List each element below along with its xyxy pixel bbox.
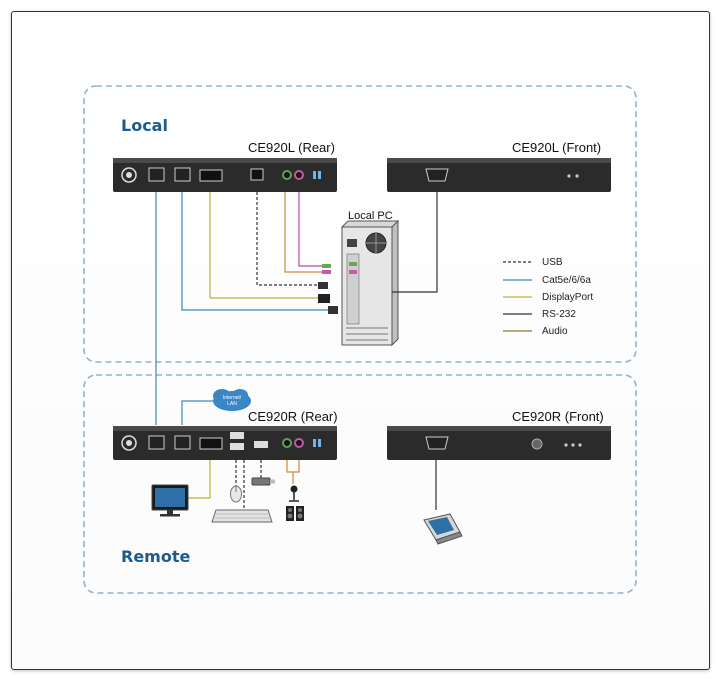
local-rear-title: CE920L (Rear) (248, 140, 335, 155)
usb-a-port-icon (254, 441, 268, 448)
displayport-cable (209, 192, 318, 299)
displayport-cable (188, 460, 211, 499)
keyboard-icon (211, 509, 273, 523)
remote-rear-title: CE920R (Rear) (248, 409, 338, 424)
ground-icon (121, 435, 137, 451)
displayport-icon (199, 169, 223, 182)
usb-b-port-icon (250, 168, 264, 181)
svg-text:Internet/: Internet/ (223, 395, 242, 401)
serial-terminal-icon (423, 513, 463, 545)
legend-label-displayport: DisplayPort (542, 292, 593, 303)
usb-drive-icon (251, 477, 275, 486)
cat5-cable-pc (181, 192, 336, 311)
usb-a-port-icon (230, 432, 244, 439)
usb-a-port-icon (230, 443, 244, 450)
legend-label-rs232: RS-232 (542, 309, 576, 320)
ce920l-front-unit (387, 158, 611, 192)
dip-switch-icon (318, 439, 321, 447)
mic-jack-icon (294, 170, 304, 180)
mic-jack-icon (294, 438, 304, 448)
svg-text:LAN: LAN (227, 401, 237, 407)
led-indicators-icon (575, 174, 579, 178)
usb-cable (256, 192, 322, 286)
local-front-title: CE920L (Front) (512, 140, 601, 155)
remote-front-title: CE920R (Front) (512, 409, 604, 424)
speakers-icon (286, 506, 304, 521)
local-cables (155, 192, 438, 425)
rj45-port-icon (148, 167, 165, 182)
local-pc-label: Local PC (348, 210, 393, 222)
audio-out-jack-icon (282, 170, 292, 180)
local-zone-label: Local (121, 116, 168, 135)
legend-label-audio: Audio (542, 326, 568, 337)
legend-label-usb: USB (542, 257, 563, 268)
remote-zone (83, 374, 637, 594)
local-zone (83, 85, 637, 363)
dip-switch-icon (318, 171, 321, 179)
rs232-cable (392, 192, 438, 293)
displayport-icon (199, 437, 223, 450)
internet-lan-cloud-icon: Internet/ LAN (213, 389, 251, 411)
mouse-icon (230, 485, 242, 503)
ground-icon (121, 167, 137, 183)
rj45-port-icon (148, 435, 165, 450)
rj45-port-icon (174, 167, 191, 182)
audio-out-jack-icon (282, 438, 292, 448)
legend: USB Cat5e/6/6a DisplayPort RS-232 Audio (503, 257, 593, 337)
remote-zone-label: Remote (121, 547, 190, 566)
rs232-port-icon (425, 168, 449, 182)
button-icon (531, 438, 543, 450)
rs232-port-icon (425, 436, 449, 450)
audio-cable (284, 192, 325, 273)
ce920r-front-unit (387, 426, 611, 460)
monitor-icon (151, 484, 189, 517)
remote-cables (188, 460, 437, 510)
local-pc-icon (340, 219, 400, 347)
pc-plugs-icon (318, 264, 338, 314)
ce920l-rear-unit (113, 158, 337, 192)
led-indicators-icon (578, 443, 582, 447)
lan-cable (181, 400, 213, 425)
microphone-icon (289, 485, 299, 502)
mic-cable (298, 192, 325, 267)
audio-cable (286, 460, 300, 473)
rj45-port-icon (174, 435, 191, 450)
legend-label-cat5: Cat5e/6/6a (542, 275, 591, 286)
ce920r-rear-unit (113, 426, 337, 460)
